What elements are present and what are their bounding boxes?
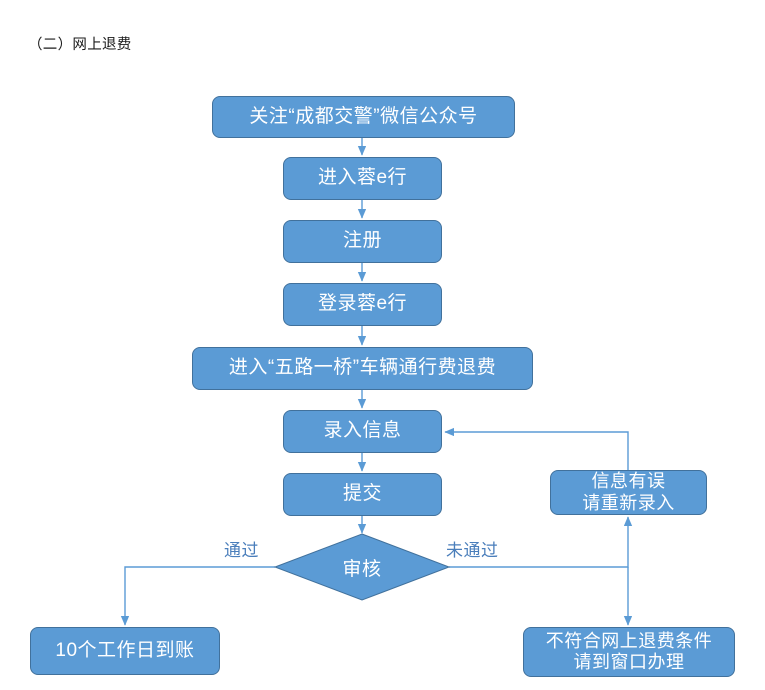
decision-label-review: 审核 — [342, 558, 382, 580]
node-not-eligible[interactable]: 不符合网上退费条件 请到窗口办理 — [523, 627, 735, 677]
node-enter-refund[interactable]: 进入“五路一桥”车辆通行费退费 — [192, 347, 533, 390]
edge-label-fail: 未通过 — [446, 541, 499, 560]
node-info-error[interactable]: 信息有误 请重新录入 — [550, 470, 707, 515]
edge-info-error-to-input — [444, 427, 629, 470]
edge-pass-to-arrive — [120, 566, 275, 626]
node-follow-wechat[interactable]: 关注“成都交警”微信公众号 — [212, 96, 515, 138]
node-arrive-10-days[interactable]: 10个工作日到账 — [30, 627, 220, 675]
node-login-rongexing[interactable]: 登录蓉e行 — [283, 283, 442, 326]
edge-label-pass: 通过 — [224, 541, 259, 560]
node-register[interactable]: 注册 — [283, 220, 442, 263]
page-title: （二）网上退费 — [28, 37, 132, 53]
node-submit[interactable]: 提交 — [283, 473, 442, 516]
node-enter-rongexing[interactable]: 进入蓉e行 — [283, 157, 442, 200]
node-input-info[interactable]: 录入信息 — [283, 410, 442, 453]
